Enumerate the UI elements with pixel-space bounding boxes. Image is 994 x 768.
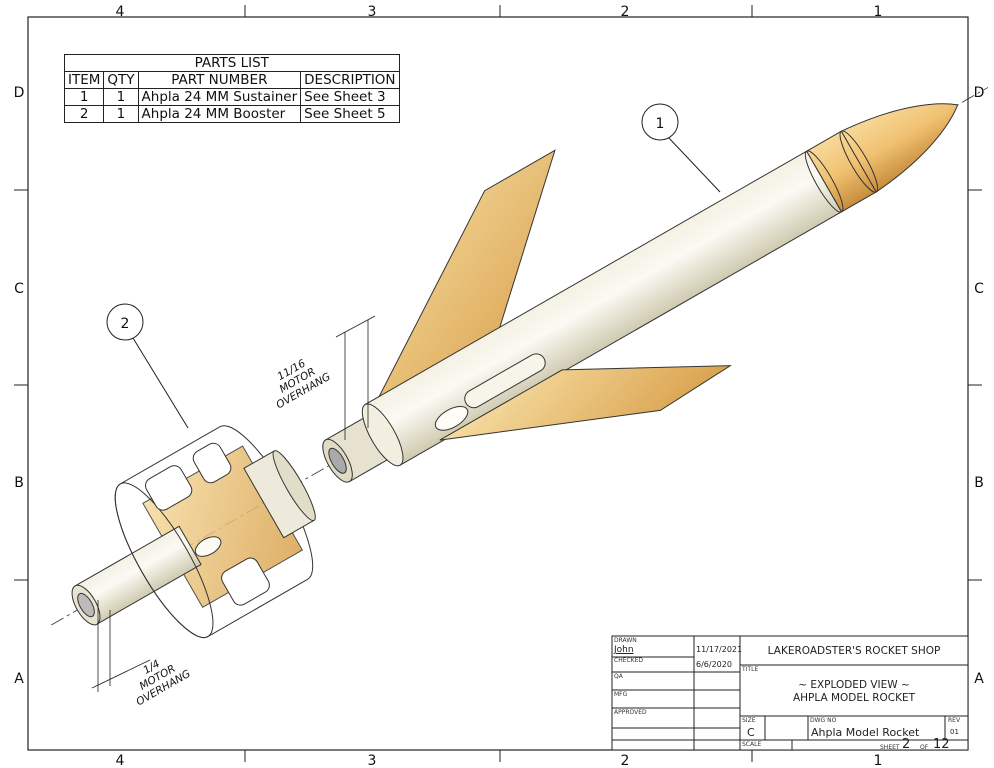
booster [71, 425, 316, 639]
row-label: B [14, 475, 24, 491]
column-label: 4 [116, 753, 125, 768]
column-label: 3 [368, 753, 377, 768]
rev-label: REV [948, 717, 961, 724]
column-label: 2 [621, 4, 630, 20]
column-label: 1 [874, 4, 883, 20]
column-label: 1 [874, 753, 883, 768]
of-label: OF [920, 744, 929, 751]
item-balloon-1 [641, 103, 679, 141]
scale-label: SCALE [742, 741, 762, 748]
qa-label: QA [614, 673, 623, 680]
rocket-assembly [51, 87, 989, 639]
checked-date: 6/6/2020 [696, 660, 732, 669]
title-line-1: ~ EXPLODED VIEW ~ [798, 679, 910, 691]
title-block [611, 635, 969, 751]
header-description: DESCRIPTION [300, 71, 400, 89]
sustainer [322, 103, 959, 483]
parts-list-table: PARTS LIST ITEM QTY PART NUMBER DESCRIPT… [63, 54, 400, 123]
sheet-number: 2 [902, 737, 911, 752]
column-label: 4 [116, 4, 125, 20]
cell-item: 2 [63, 105, 105, 123]
drawn-by: John [614, 645, 634, 655]
size-label: SIZE [742, 717, 756, 724]
column-label: 3 [368, 4, 377, 20]
nose-cone [840, 103, 959, 193]
balloon-leader [667, 136, 721, 193]
dwg-no-label: DWG NO [810, 717, 837, 724]
row-label: C [14, 281, 24, 297]
header-part-number: PART NUMBER [137, 71, 302, 89]
title-line-2: AHPLA MODEL ROCKET [792, 692, 916, 704]
drawing-border [27, 16, 969, 751]
drawn-date: 11/17/2021 [696, 645, 743, 654]
parts-list-header: ITEM QTY PART NUMBER DESCRIPTION [63, 71, 400, 89]
lower-fin [439, 365, 733, 441]
balloon-label: 1 [656, 116, 665, 132]
item-balloon-2 [106, 303, 144, 341]
title-label: TITLE [742, 666, 759, 673]
cell-qty: 1 [103, 88, 139, 106]
row-label: C [974, 281, 984, 297]
row-label: D [14, 85, 25, 101]
balloon-label: 2 [121, 316, 130, 332]
header-qty: QTY [103, 71, 139, 89]
cell-part-number: Ahpla 24 MM Booster [137, 105, 302, 123]
column-label: 2 [621, 753, 630, 768]
parts-list-title: PARTS LIST [64, 54, 400, 72]
size-value: C [747, 726, 755, 739]
sheet-label: SHEET [880, 744, 900, 751]
dimension-11-16: 11/16 MOTOR OVERHANG [274, 357, 332, 411]
mfg-label: MFG [614, 691, 628, 698]
dimension-1-4: 1/4 MOTOR OVERHANG [134, 658, 192, 708]
row-label: A [974, 671, 984, 687]
cell-description: See Sheet 3 [300, 88, 400, 106]
company-name: LAKEROADSTER'S ROCKET SHOP [767, 645, 941, 657]
cell-part-number: Ahpla 24 MM Sustainer [137, 88, 302, 106]
sheet-total: 12 [933, 737, 950, 752]
checked-label: CHECKED [614, 657, 644, 664]
balloon-leader [132, 337, 189, 429]
cell-qty: 1 [103, 105, 139, 123]
table-row: 2 1 Ahpla 24 MM Booster See Sheet 5 [63, 105, 400, 123]
row-label: A [14, 671, 24, 687]
rev-value: 01 [950, 728, 959, 736]
table-row: 1 1 Ahpla 24 MM Sustainer See Sheet 3 [63, 88, 400, 106]
row-label: B [974, 475, 984, 491]
header-item: ITEM [63, 71, 105, 89]
drawn-label: DRAWN [614, 637, 637, 644]
cell-description: See Sheet 5 [300, 105, 400, 123]
dwg-no-value: Ahpla Model Rocket [811, 726, 920, 739]
cell-item: 1 [63, 88, 105, 106]
approved-label: APPROVED [614, 709, 647, 716]
